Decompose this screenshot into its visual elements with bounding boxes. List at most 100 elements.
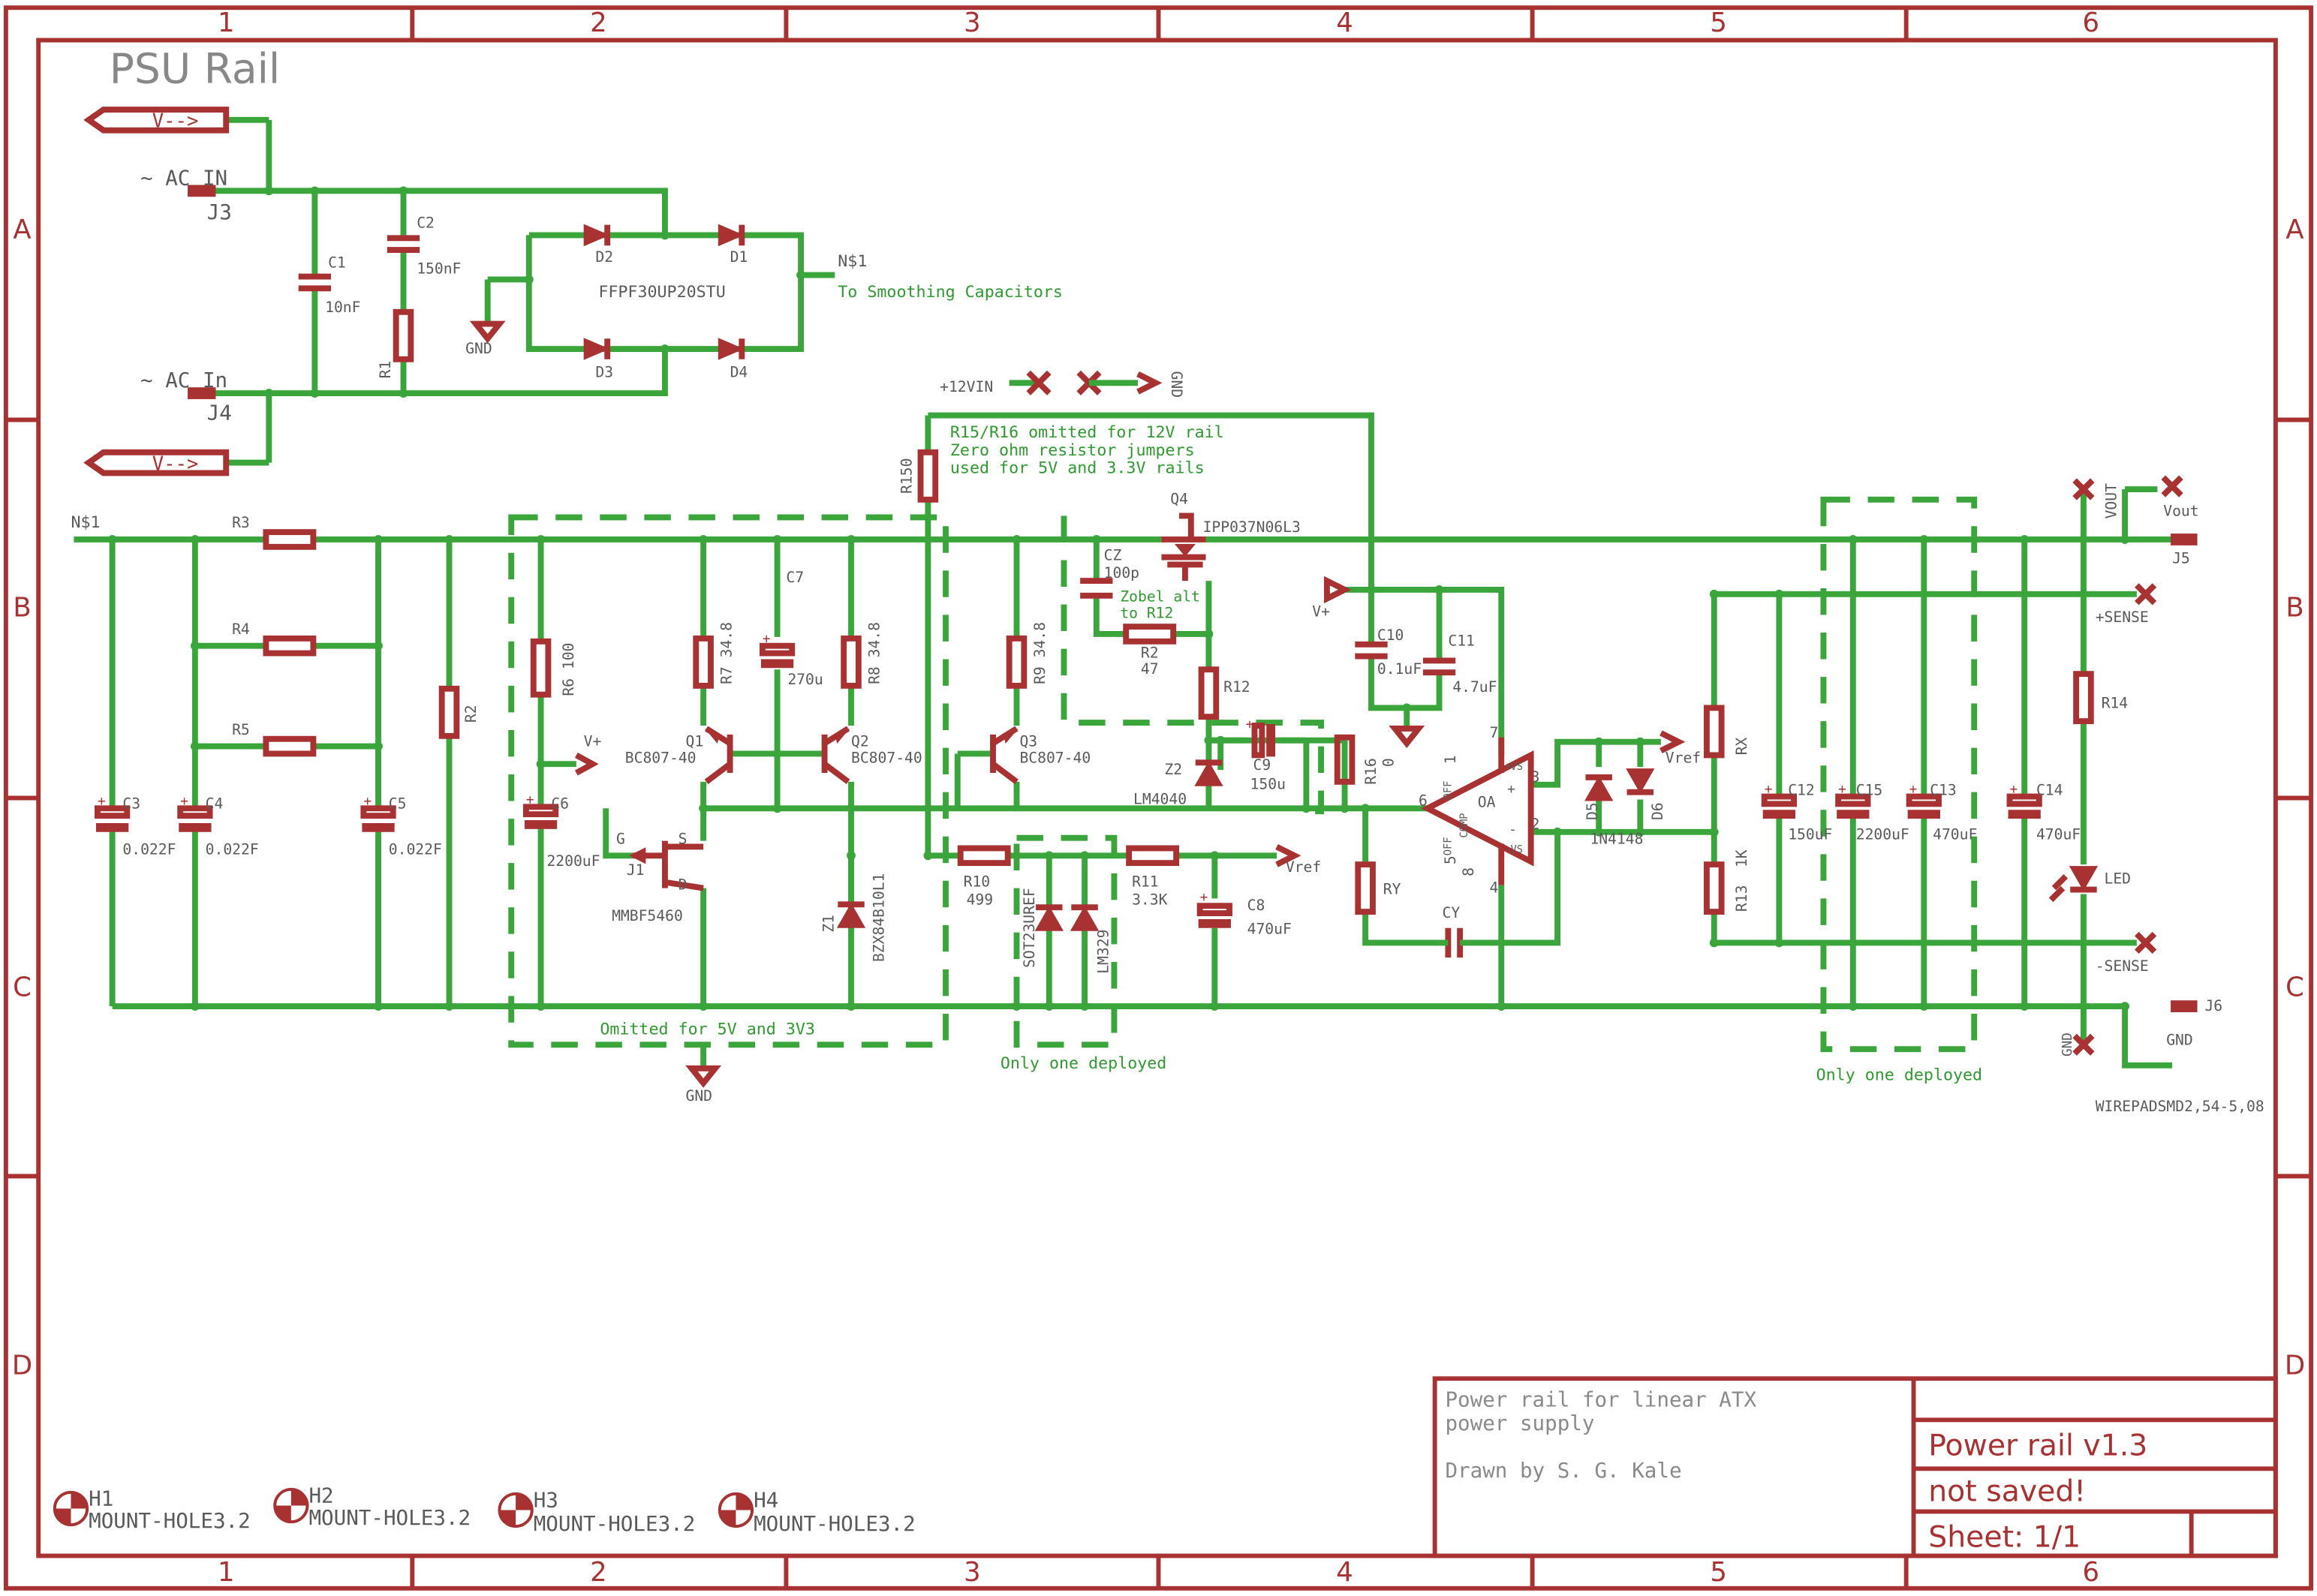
svg-text:+: + [1246, 717, 1254, 732]
resistor-ry[interactable]: RY [1355, 861, 1401, 915]
resistor-r13[interactable]: R13 1K [1703, 849, 1750, 915]
resistor-r4[interactable]: R4 [232, 621, 317, 657]
capacitor-c5[interactable]: + C5 0.022F [360, 794, 442, 858]
j4-name: J4 [207, 401, 232, 425]
col-label-6: 6 [2083, 8, 2100, 38]
capacitor-c4[interactable]: + C4 0.022F [177, 794, 259, 858]
vout-terminal[interactable]: VOUT Vout [2072, 475, 2199, 519]
zener-z2[interactable]: Z2 LM4040 [1133, 759, 1223, 807]
capacitor-c7[interactable]: + C7 270u [759, 569, 823, 688]
ref-lm329[interactable]: LM329 [1070, 904, 1112, 974]
r11-name: R11 [1132, 873, 1159, 891]
diode-d1[interactable]: D1 [718, 224, 748, 266]
connector-j6[interactable]: J6 GND [2166, 997, 2222, 1048]
bridge-part: FFPF30UP20STU [598, 283, 725, 302]
capacitor-c8[interactable]: + C8 470uF [1196, 890, 1292, 938]
resistor-r150[interactable]: R150 [898, 449, 939, 503]
sense-minus-terminal[interactable]: -SENSE [2096, 931, 2157, 975]
transistor-q2[interactable]: Q2 BC807-40 [821, 726, 922, 784]
r2-zobel-value: 47 [1141, 660, 1159, 678]
resistor-r1[interactable]: R1 [377, 308, 414, 379]
diode-d5[interactable]: D5 [1584, 774, 1614, 820]
d4-name: D4 [730, 363, 748, 380]
sense-plus-label: +SENSE [2096, 609, 2149, 626]
resistor-r7[interactable]: R7 34.8 [693, 622, 736, 689]
resistor-r11[interactable]: R11 3.3K [1126, 845, 1180, 908]
opamp-pin-3: 3 [1531, 768, 1540, 786]
v-flag-bottom: V--> [83, 449, 230, 476]
capacitor-cy[interactable]: CY [1439, 904, 1469, 958]
capacitor-c15[interactable]: + C15 2200uF [1835, 782, 1909, 843]
ref-sot23[interactable]: SOT23UREF [1021, 888, 1064, 968]
opamp-pin-1: 1 [1442, 755, 1459, 764]
capacitor-c14[interactable]: + C14 470uF [2006, 782, 2081, 843]
opamp-name: OA [1478, 793, 1496, 810]
diode-d4[interactable]: D4 [718, 338, 748, 380]
resistor-r9[interactable]: R9 34.8 [1006, 622, 1049, 689]
resistor-r5[interactable]: R5 [232, 721, 317, 757]
connector-j4[interactable]: ~ AC In J4 [140, 368, 232, 425]
c7-name: C7 [786, 569, 804, 586]
capacitor-c2[interactable]: C2 150nF [387, 215, 462, 278]
svg-text:+: + [363, 794, 372, 809]
capacitor-c9[interactable]: + C9 150u [1246, 717, 1286, 793]
capacitor-c1[interactable]: C1 10nF [298, 254, 361, 316]
only-one-note-2: Only one deployed [1816, 1066, 1983, 1085]
jfet-j1[interactable]: G S D J1 MMBF5460 [612, 831, 704, 924]
c3-value: 0.022F [122, 840, 176, 858]
gnd-terminal[interactable]: GND [2060, 1032, 2095, 1056]
resistor-r10[interactable]: R10 499 [957, 845, 1011, 908]
resistor-r6[interactable]: R6 100 [530, 638, 577, 698]
zobel-note-2: to R12 [1120, 604, 1173, 621]
svg-text:+: + [763, 632, 771, 647]
transistor-q1[interactable]: Q1 BC807-40 [625, 726, 733, 784]
row-label-d-right: D [2285, 1350, 2305, 1381]
net-12vin-label: +12VIN [940, 378, 993, 395]
c4-name: C4 [206, 795, 224, 812]
resistor-r2-zobel[interactable]: R2 47 [1123, 624, 1177, 678]
mosfet-q4[interactable]: Q4 IPP037N06L3 [1161, 491, 1301, 582]
vref-flag-opamp: Vref [1660, 730, 1701, 766]
resistor-r8[interactable]: R8 34.8 [841, 622, 883, 689]
mount-hole-h3-name: H3 [534, 1489, 558, 1513]
z1-type: BZX84B10L1 [870, 873, 887, 962]
sense-plus-terminal[interactable]: +SENSE [2096, 583, 2157, 626]
resistor-r16[interactable]: R16 0 [1334, 734, 1398, 785]
capacitor-c3[interactable]: + C3 0.022F [95, 794, 176, 858]
mount-hole-h1-type: MOUNT-HOLE3.2 [89, 1509, 251, 1533]
gnd-symbol-main: GND [685, 1044, 722, 1105]
col-label-4: 4 [1336, 8, 1353, 38]
opamp-oa[interactable]: OA 6 7 3 2 4 1 5 8 OFF +VS + - -VS OFF C… [1419, 724, 1539, 897]
diode-d6[interactable]: D6 [1626, 768, 1666, 820]
capacitor-c13[interactable]: + C13 470uF [1906, 782, 1978, 843]
led[interactable]: LED [2048, 866, 2132, 903]
gnd-terminal-label: GND [2060, 1032, 2075, 1056]
opamp-pin-8: 8 [1460, 867, 1477, 876]
zener-z1[interactable]: Z1 BZX84B10L1 [820, 855, 887, 962]
resistor-r12[interactable]: R12 [1198, 666, 1250, 720]
resistor-r2-bleeder[interactable]: R2 [438, 685, 480, 739]
input-12v-section: +12VIN GND R150 R15/R16 omitted for 12V … [898, 370, 1374, 856]
r15-note-1: R15/R16 omitted for 12V rail [950, 423, 1224, 442]
capacitor-c12[interactable]: + C12 150uF [1761, 782, 1833, 843]
connector-j3[interactable]: ~ AC IN J3 [140, 166, 232, 224]
q1-type: BC807-40 [625, 749, 697, 766]
opamp-pin-5: 5 [1442, 855, 1459, 864]
capacitor-c11[interactable]: C11 4.7uF [1422, 633, 1497, 696]
vplus-label-r6: V+ [584, 733, 602, 750]
capacitor-c6[interactable]: + C6 2200uF [522, 792, 600, 870]
z2-type: LM4040 [1133, 790, 1187, 807]
led-name: LED [2105, 870, 2132, 888]
capacitor-c10[interactable]: C10 0.1uF [1355, 627, 1422, 678]
resistor-rx[interactable]: RX [1703, 705, 1750, 759]
diode-d3[interactable]: D3 [583, 338, 613, 380]
connector-j5[interactable]: J5 [2171, 534, 2198, 567]
transistor-q3[interactable]: Q3 BC807-40 [990, 726, 1091, 784]
resistor-r3[interactable]: R3 [232, 514, 317, 550]
capacitor-cz[interactable]: CZ 100p [1080, 547, 1139, 599]
diode-d2[interactable]: D2 [583, 224, 613, 266]
title-block-drawn-by: Drawn by S. G. Kale [1445, 1459, 1681, 1483]
row-label-b: B [13, 593, 31, 624]
c1-name: C1 [328, 254, 346, 272]
resistor-r14[interactable]: R14 [2073, 671, 2128, 725]
